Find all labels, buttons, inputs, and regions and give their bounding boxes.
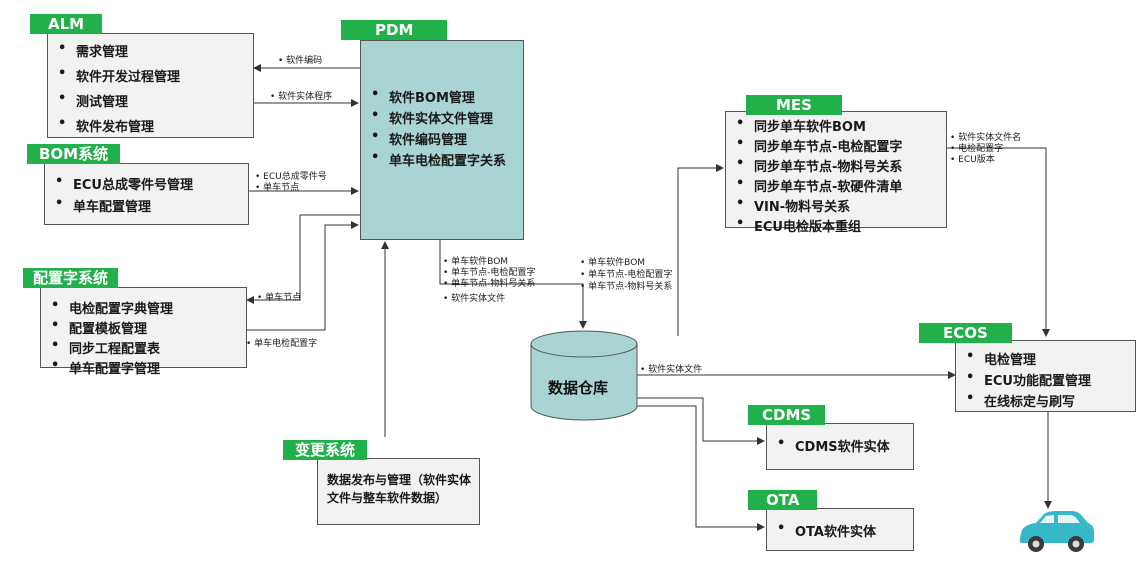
change-description: 数据发布与管理（软件实体文件与整车软件数据） — [327, 473, 472, 505]
config-item: 配置模板管理 — [51, 318, 173, 337]
flow-label-config-to-pdm: 单车电检配置字 — [246, 336, 317, 349]
ecos-item: 在线标定与刷写 — [966, 391, 1091, 410]
mes-item: 同步单车节点-软硬件清单 — [736, 176, 902, 195]
car-icon — [1019, 511, 1094, 552]
flow-label-mes-to-ecos: ECU版本 — [950, 152, 995, 165]
flow-label-pdm-to-config: 单车节点 — [257, 290, 301, 303]
config-item-list: 电检配置字典管理 配置模板管理 同步工程配置表 单车配置字管理 — [51, 298, 173, 377]
ecos-title: ECOS — [919, 323, 1012, 343]
cdms-item-list: CDMS软件实体 — [777, 436, 890, 455]
config-item: 同步工程配置表 — [51, 338, 173, 357]
config-box: 电检配置字典管理 配置模板管理 同步工程配置表 单车配置字管理 — [40, 287, 247, 377]
flow-label-pdm-to-dw: 单车节点-电检配置字 — [443, 265, 535, 278]
mes-item: 同步单车软件BOM — [736, 116, 902, 135]
ecos-item-list: 电检管理 ECU功能配置管理 在线标定与刷写 — [966, 349, 1091, 410]
ecos-item: ECU功能配置管理 — [966, 370, 1091, 389]
alm-item: 软件发布管理 — [58, 116, 180, 135]
ota-box: OTA软件实体 — [766, 508, 914, 551]
flow-label-bom-to-pdm: 单车节点 — [255, 180, 299, 193]
bom-item-list: ECU总成零件号管理 单车配置管理 — [55, 174, 193, 215]
change-box: 数据发布与管理（软件实体文件与整车软件数据） — [317, 458, 480, 525]
flow-label-dw-to-ecos: 软件实体文件 — [640, 362, 702, 375]
alm-item: 测试管理 — [58, 91, 180, 110]
bom-item: ECU总成零件号管理 — [55, 174, 193, 193]
ota-item: OTA软件实体 — [777, 521, 876, 540]
pdm-title: PDM — [341, 20, 448, 40]
config-item: 单车配置字管理 — [51, 358, 173, 377]
mes-item: 同步单车节点-电检配置字 — [736, 136, 902, 155]
flow-label-pdm-to-dw: 软件实体文件 — [443, 291, 505, 304]
config-title: 配置字系统 — [23, 268, 119, 288]
ota-title: OTA — [748, 490, 818, 510]
data-warehouse-label: 数据仓库 — [548, 379, 609, 397]
ota-item-list: OTA软件实体 — [777, 521, 876, 540]
flow-label-pdm-to-dw: 单车软件BOM — [443, 254, 508, 267]
alm-item: 需求管理 — [58, 41, 180, 60]
flow-label-bom-to-pdm: ECU总成零件号 — [255, 169, 327, 182]
mes-item-list: 同步单车软件BOM 同步单车节点-电检配置字 同步单车节点-物料号关系 同步单车… — [736, 116, 902, 235]
flow-label-dw-to-mes: 单车节点-物料号关系 — [580, 279, 672, 292]
cdms-title: CDMS — [748, 405, 826, 425]
ecos-item: 电检管理 — [966, 349, 1091, 368]
change-title: 变更系统 — [283, 440, 368, 460]
mes-item: 同步单车节点-物料号关系 — [736, 156, 902, 175]
cdms-item: CDMS软件实体 — [777, 436, 890, 455]
ecos-box: 电检管理 ECU功能配置管理 在线标定与刷写 — [955, 340, 1136, 412]
flow-label-mes-to-ecos: 软件实体文件名 — [950, 130, 1021, 143]
cdms-box: CDMS软件实体 — [766, 423, 914, 470]
flow-label-alm-to-pdm: 软件实体程序 — [270, 89, 332, 102]
pdm-item: 软件BOM管理 — [371, 87, 509, 106]
mes-box: 同步单车软件BOM 同步单车节点-电检配置字 同步单车节点-物料号关系 同步单车… — [725, 111, 947, 235]
pdm-item: 软件实体文件管理 — [371, 108, 509, 127]
alm-title: ALM — [30, 14, 103, 34]
mes-item: VIN-物料号关系 — [736, 196, 902, 215]
bom-item: 单车配置管理 — [55, 196, 193, 215]
bom-box: ECU总成零件号管理 单车配置管理 — [44, 163, 249, 225]
flow-label-dw-to-mes: 单车软件BOM — [580, 255, 645, 268]
pdm-item: 软件编码管理 — [371, 129, 509, 148]
alm-item-list: 需求管理 软件开发过程管理 测试管理 软件发布管理 — [58, 41, 180, 135]
flow-label-dw-to-mes: 单车节点-电检配置字 — [580, 267, 672, 280]
mes-item: ECU电检版本重组 — [736, 216, 902, 235]
flow-label-pdm-to-alm: 软件编码 — [278, 53, 322, 66]
config-item: 电检配置字典管理 — [51, 298, 173, 317]
pdm-item-list: 软件BOM管理 软件实体文件管理 软件编码管理 单车电检配置字关系 — [371, 87, 509, 169]
pdm-box: 软件BOM管理 软件实体文件管理 软件编码管理 单车电检配置字关系 — [360, 40, 524, 240]
data-warehouse-cylinder — [530, 330, 638, 421]
bom-title: BOM系统 — [27, 144, 121, 164]
alm-box: 需求管理 软件开发过程管理 测试管理 软件发布管理 — [47, 33, 254, 138]
alm-item: 软件开发过程管理 — [58, 66, 180, 85]
mes-title: MES — [746, 95, 842, 115]
flow-label-pdm-to-dw: 单车节点-物料号关系 — [443, 276, 535, 289]
flow-label-mes-to-ecos: 电检配置字 — [950, 141, 1003, 154]
pdm-item: 单车电检配置字关系 — [371, 150, 509, 169]
